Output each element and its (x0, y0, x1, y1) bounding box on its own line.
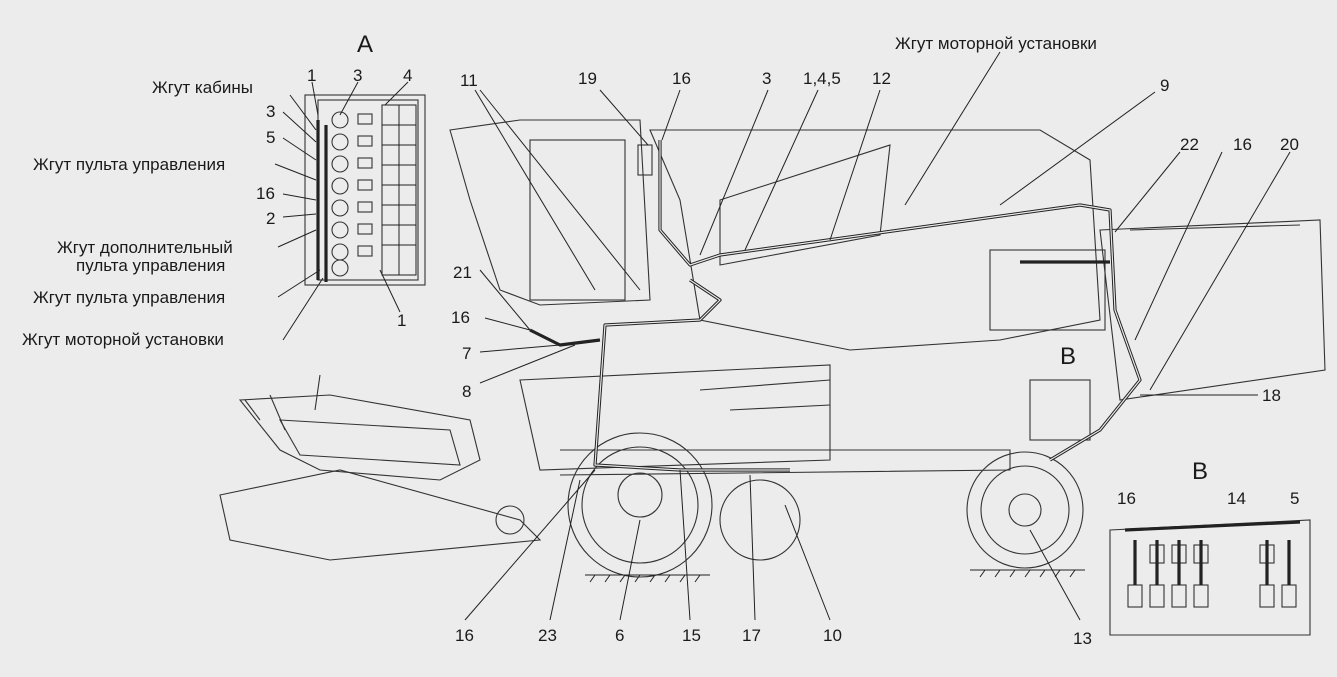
callout-19: 19 (578, 69, 597, 88)
callout-16-top: 16 (672, 69, 691, 88)
section-label-b-detail: В (1192, 458, 1209, 485)
callout-a-2: 2 (266, 209, 276, 228)
callout-b-5: 5 (1290, 489, 1300, 508)
callout-7: 7 (462, 344, 472, 363)
callout-16-left: 16 (451, 308, 470, 327)
callout-18: 18 (1262, 386, 1281, 405)
detail-a-block (304, 94, 426, 286)
callout-17: 17 (742, 626, 761, 645)
callout-6: 6 (615, 626, 625, 645)
harness-label-control-panel-1: Жгут пульта управления (33, 155, 226, 174)
callout-22: 22 (1180, 135, 1199, 154)
callout-11: 11 (460, 71, 478, 90)
callout-a-1-bottom: 1 (397, 311, 407, 330)
callout-16-bottom: 16 (455, 626, 474, 645)
harness-label-engine-top: Жгут моторной установки (895, 34, 1097, 53)
callout-16-right: 16 (1233, 135, 1252, 154)
callout-13: 13 (1073, 629, 1092, 648)
callout-a-3-left: 3 (266, 102, 276, 121)
harness-label-cabin: Жгут кабины (152, 78, 254, 97)
callout-9: 9 (1160, 76, 1170, 95)
detail-b-block (1109, 519, 1311, 636)
callout-10: 10 (823, 626, 842, 645)
callout-a-4: 4 (403, 66, 413, 85)
callout-a-16: 16 (256, 184, 275, 203)
callout-1-4-5: 1,4,5 (803, 69, 841, 88)
callout-3: 3 (762, 69, 772, 88)
callout-b-14: 14 (1227, 489, 1246, 508)
harness-label-engine-left: Жгут моторной установки (22, 330, 224, 349)
callout-b-16: 16 (1117, 489, 1136, 508)
leader-lines (274, 51, 1291, 621)
harness-label-additional-panel-line2: пульта управления (76, 256, 226, 275)
section-label-a: А (357, 31, 374, 58)
harness-label-control-panel-2: Жгут пульта управления (33, 288, 226, 307)
combine-body (219, 119, 1326, 583)
callout-20: 20 (1280, 135, 1299, 154)
callout-23: 23 (538, 626, 557, 645)
callout-21: 21 (453, 263, 472, 282)
callout-a-5: 5 (266, 128, 276, 147)
section-label-b-main: В (1060, 343, 1077, 370)
callout-12: 12 (872, 69, 891, 88)
callout-8: 8 (462, 382, 472, 401)
callout-a-1-top: 1 (307, 66, 317, 85)
callout-15: 15 (682, 626, 701, 645)
harness-label-additional-panel-line1: Жгут дополнительный (57, 238, 233, 257)
callout-a-3-top: 3 (353, 66, 363, 85)
wiring-harnesses (529, 140, 1142, 472)
